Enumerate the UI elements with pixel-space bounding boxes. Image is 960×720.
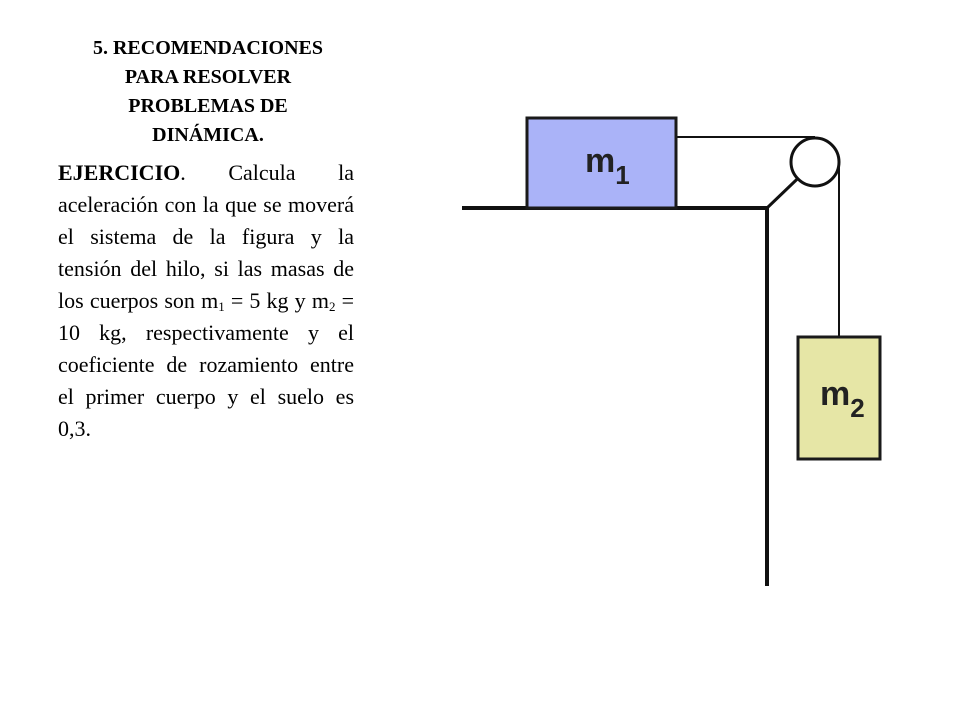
block-m2 [796,335,882,461]
block-m2-label: m2 [820,375,865,423]
pulley [789,136,841,188]
mass-1-subscript: 1 [218,299,225,314]
exercise-heading: EJERCICIO [58,160,181,185]
exercise-text-3: = 10 kg, respectivamente y el coeficient… [58,288,354,441]
title-line-4: DINÁMICA. [152,124,264,146]
block-m1 [525,116,678,210]
exercise-text-2: = 5 kg y m [224,288,329,313]
block-m1-label: m1 [585,142,630,190]
exercise-text-1: . Calcula la aceleración con la que se m… [58,160,354,313]
title-line-1: 5. RECOMENDACIONES [92,37,324,59]
mass-2-subscript: 2 [328,299,336,314]
exercise-statement: EJERCICIO. Calcula la aceleración con la… [58,157,354,445]
title-line-3: PROBLEMAS DE [128,95,288,117]
title-line-2: PARA RESOLVER [124,66,292,88]
slide-title: 5. RECOMENDACIONES PARA RESOLVER PROBLEM… [58,34,358,150]
